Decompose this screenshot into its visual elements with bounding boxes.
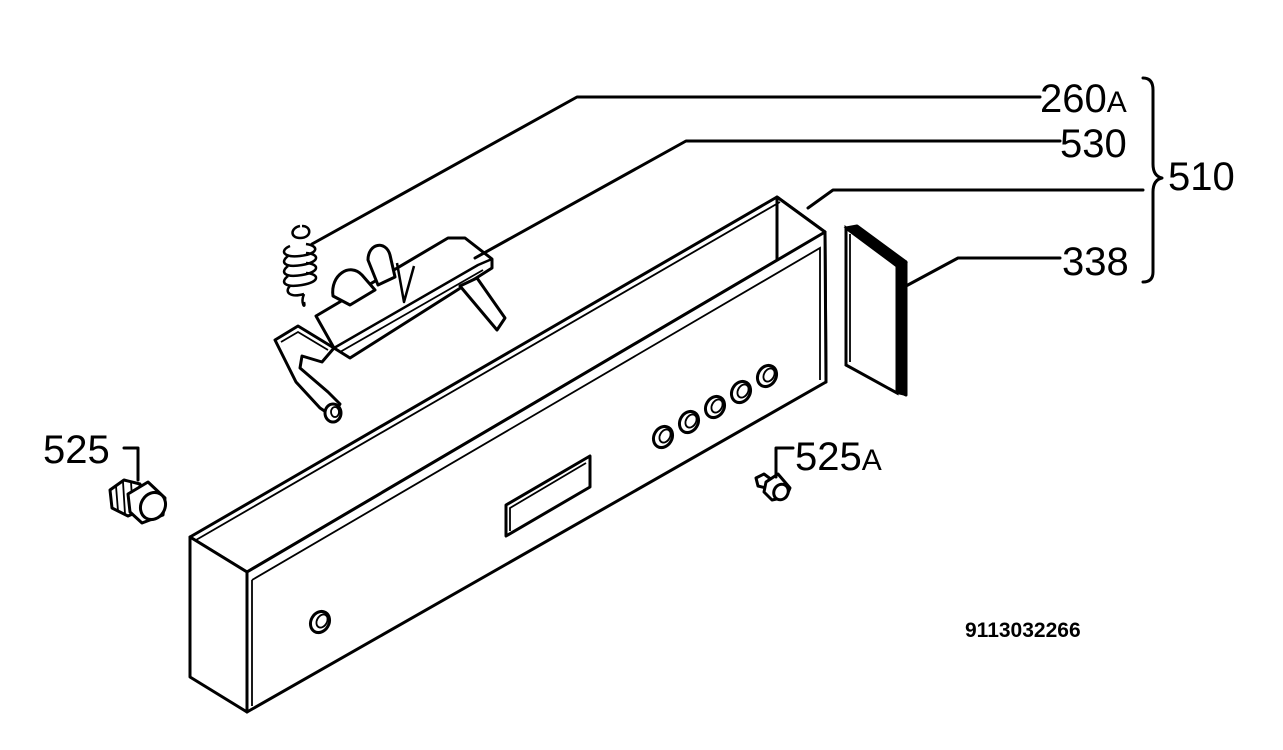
label-530: 530 <box>1060 122 1127 166</box>
button-hole-2 <box>677 409 701 435</box>
main-switch-hole <box>308 609 332 635</box>
part-labels: 260A 530 510 338 525 525A 9113032266 <box>43 77 1235 642</box>
display-window <box>504 454 592 538</box>
button-hole-3 <box>703 394 727 420</box>
leader-lines <box>122 95 1145 482</box>
leader-510 <box>806 188 1145 210</box>
knob-525 <box>108 478 168 525</box>
button-hole-1 <box>651 424 675 450</box>
leader-525 <box>122 446 140 482</box>
label-260a: 260A <box>1040 77 1127 121</box>
button-holes <box>651 363 779 450</box>
label-525: 525 <box>43 428 110 472</box>
leader-260a <box>310 95 1042 246</box>
spring-260a <box>282 224 318 307</box>
side-plate-338 <box>843 224 908 397</box>
group-brace-510 <box>1141 76 1164 284</box>
document-number: 9113032266 <box>965 619 1081 642</box>
lamp-525a <box>754 472 792 502</box>
door-latch-530 <box>273 236 507 424</box>
label-510: 510 <box>1168 155 1235 199</box>
label-338: 338 <box>1062 240 1129 284</box>
leader-338 <box>904 256 1062 288</box>
leader-530 <box>473 139 1062 260</box>
label-525a: 525A <box>795 435 882 479</box>
button-hole-5 <box>755 363 779 389</box>
button-hole-4 <box>729 379 753 405</box>
leader-525a <box>774 446 795 479</box>
control-panel <box>188 195 828 714</box>
